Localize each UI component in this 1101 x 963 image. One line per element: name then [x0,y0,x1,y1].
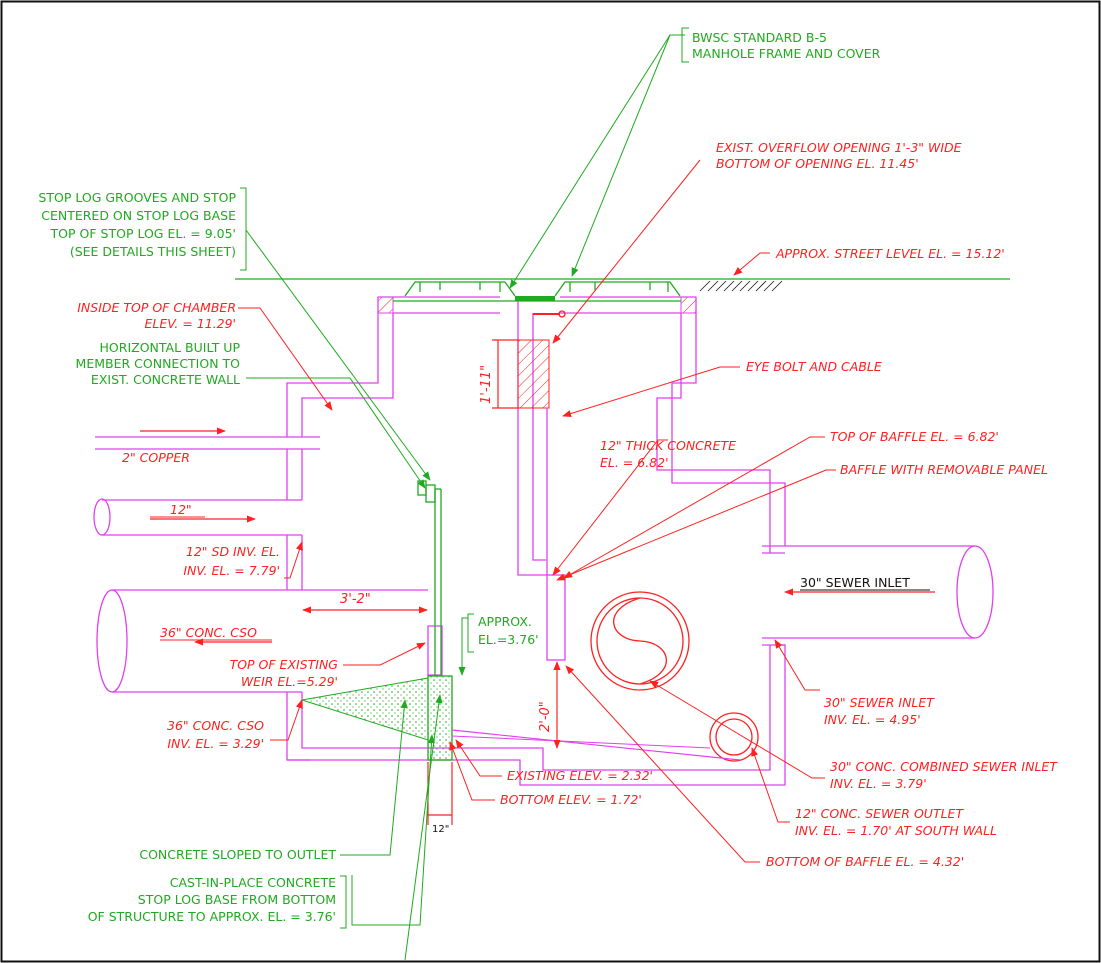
label-thick-concrete-1: 12" THICK CONCRETE [600,438,736,453]
label-sewer-inlet-inv-1: 30" SEWER INLET [824,695,935,710]
label-cso-36: 36" CONC. CSO [160,625,257,640]
overflow-opening [517,339,550,409]
label-sd-inv-2: INV. EL. = 7.79' [183,563,280,578]
combined-sewer-inlet [590,591,690,691]
label-approx-2: EL.=3.76' [478,632,539,647]
label-eye-bolt: EYE BOLT AND CABLE [746,359,882,374]
label-street-level: APPROX. STREET LEVEL EL. = 15.12' [775,246,1005,261]
label-copper: 2" COPPER [122,450,190,465]
label-pipe-12: 12" [170,502,192,517]
label-top-weir-2: WEIR EL.=5.29' [241,674,338,689]
stop-log-base [427,675,453,761]
label-cso-inv-1: 36" CONC. CSO [167,718,264,733]
label-combined-inlet-2: INV. EL. = 3.79' [830,776,927,791]
label-bottom-elev: BOTTOM ELEV. = 1.72' [500,792,642,807]
label-manhole-frame-1: BWSC STANDARD B-5 [692,30,827,45]
label-sd-inv-1: 12" SD INV. EL. [186,544,280,559]
baffle [546,574,566,661]
label-bottom-baffle: BOTTOM OF BAFFLE EL. = 4.32' [766,854,964,869]
pipes [93,436,994,693]
label-overflow-2: BOTTOM OF OPENING EL. 11.45' [716,156,919,171]
label-cso-inv-2: INV. EL. = 3.29' [167,736,264,751]
label-inside-top-2: ELEV. = 11.29' [145,316,237,331]
label-stop-log-1: STOP LOG GROOVES AND STOP [38,190,236,205]
label-dim-2-0: 2'-0" [538,701,553,732]
label-sewer-outlet-2: INV. EL. = 1.70' AT SOUTH WALL [795,823,997,838]
label-overflow-1: EXIST. OVERFLOW OPENING 1'-3" WIDE [716,140,962,155]
label-cast-in-place-2: STOP LOG BASE FROM BOTTOM [138,892,336,907]
label-horizontal-2: MEMBER CONNECTION TO [76,356,241,371]
label-cast-in-place-3: OF STRUCTURE TO APPROX. EL. = 3.76' [88,909,336,924]
label-inside-top-1: INSIDE TOP OF CHAMBER [77,300,236,315]
label-horizontal-1: HORIZONTAL BUILT UP [100,340,241,355]
label-dim-3-2: 3'-2" [340,592,371,607]
stop-log [417,480,442,676]
label-sewer-outlet-1: 12" CONC. SEWER OUTLET [795,806,964,821]
label-stop-log-4: (SEE DETAILS THIS SHEET) [70,244,236,259]
label-dim-12: 12" [432,824,449,835]
label-thick-concrete-2: EL. = 6.82' [600,455,669,470]
label-approx-1: APPROX. [478,614,532,629]
label-existing-elev: EXISTING ELEV. = 2.32' [507,768,653,783]
label-top-weir-1: TOP OF EXISTING [230,657,339,672]
label-cast-in-place-1: CAST-IN-PLACE CONCRETE [170,875,336,890]
label-manhole-frame-2: MANHOLE FRAME AND COVER [692,46,881,61]
label-sewer-inlet-30: 30" SEWER INLET [800,575,910,590]
label-dim-1-11: 1'-11" [479,365,494,404]
label-sewer-inlet-inv-2: INV. EL. = 4.95' [824,712,921,727]
label-top-baffle: TOP OF BAFFLE EL. = 6.82' [830,429,999,444]
label-stop-log-3: TOP OF STOP LOG EL. = 9.05' [50,226,236,241]
label-stop-log-2: CENTERED ON STOP LOG BASE [41,208,236,223]
label-combined-inlet-1: 30" CONC. COMBINED SEWER INLET [830,759,1058,774]
label-concrete-sloped: CONCRETE SLOPED TO OUTLET [139,847,336,862]
label-horizontal-3: EXIST. CONCRETE WALL [91,372,240,387]
label-baffle-panel: BAFFLE WITH REMOVABLE PANEL [840,462,1048,477]
